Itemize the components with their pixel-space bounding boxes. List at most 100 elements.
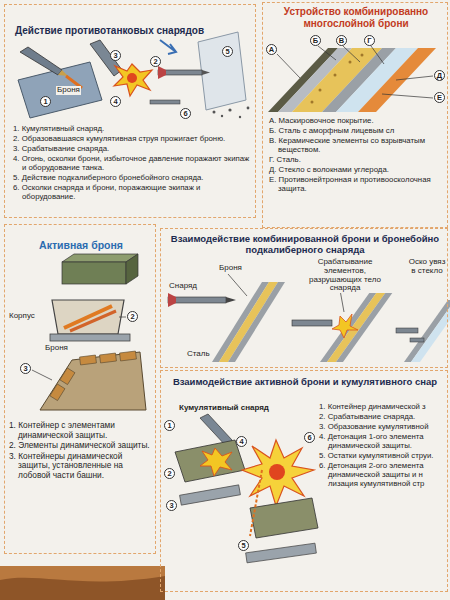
fragment (228, 108, 231, 111)
dot (319, 89, 322, 92)
callout-number: Д (434, 70, 445, 81)
armor-layer (228, 282, 285, 362)
container (62, 262, 126, 284)
dot (361, 54, 364, 57)
callout-number: 5 (238, 540, 249, 551)
era-container (175, 440, 245, 482)
container (62, 254, 138, 262)
explosion (242, 440, 314, 506)
era-element (70, 311, 116, 331)
era-container (80, 355, 97, 365)
armor-plate (246, 543, 317, 563)
callout-number: Г (364, 35, 375, 46)
era-container (100, 353, 117, 363)
section-heading: Взаимодействие активной брони и кумуляти… (167, 376, 443, 387)
fragment (221, 115, 223, 117)
callout-number: В (336, 35, 347, 46)
fragment (247, 107, 250, 110)
subcaliber-shell (292, 320, 332, 326)
leader-lines (277, 46, 433, 98)
leader-line (32, 370, 52, 380)
container (126, 254, 138, 284)
panel: Действие противотанковых снарядов1. Куму… (4, 4, 256, 218)
shell-nose (58, 70, 68, 76)
armor-layer (327, 292, 386, 362)
armor-plate (180, 485, 241, 505)
part-label: Броня (44, 344, 69, 353)
list-item: Б. Сталь с аморфным лицевым сл (269, 127, 445, 136)
panel: Взаимодействие комбинированной брони и б… (160, 228, 448, 368)
era-container (120, 351, 137, 361)
callout-number: 6 (304, 432, 315, 443)
era-container (50, 384, 65, 401)
list-item: 1. Контейнер динамической з (319, 403, 445, 412)
leader-line (318, 46, 336, 60)
direction-arrow (160, 40, 176, 54)
era-containers (50, 351, 137, 401)
list-item: А. Маскировочное покрытие. (269, 117, 445, 126)
list-item: 6. Детонация 2-ого элемента динамической… (319, 462, 445, 489)
list-item: Д. Стекло с волокнами углерода. (269, 166, 445, 175)
callout-number: 2 (127, 311, 138, 322)
list-item: Е. Противонейтронная и противоосколочная… (269, 176, 445, 194)
explosion-core (127, 73, 137, 83)
fragment (213, 111, 216, 114)
shell-fins (168, 293, 176, 307)
section-heading: Активная броня (13, 239, 149, 252)
cumulative-jet (250, 470, 262, 536)
explosion-core (269, 464, 285, 480)
part-label: Кумулятивный снаряд (178, 404, 270, 413)
list-item: 5. Действие подкалиберного бронебойного … (13, 174, 251, 183)
era-container (60, 368, 75, 385)
callout-number: 2 (150, 56, 161, 67)
callout-number: Е (434, 92, 445, 103)
callout-number: А (266, 44, 277, 55)
subcaliber-shell (168, 297, 226, 303)
fragments (213, 107, 250, 119)
leader-line (396, 76, 433, 80)
list-item: 5. Остатки кумулятивной струи. (319, 452, 445, 461)
callout-number: 1 (164, 420, 175, 431)
explosion (114, 64, 152, 96)
leader-line (382, 94, 433, 98)
part-label: Оско увяз в стекло (407, 258, 447, 276)
list-item: 3. Образование кумулятивной (319, 423, 445, 432)
leader-line (277, 54, 300, 78)
part-label: Броня (56, 86, 81, 95)
leader-line (343, 46, 360, 62)
list-item: 3. Контейнеры динамической защиты, устан… (9, 452, 153, 481)
callout-number: 4 (110, 96, 121, 107)
callout-number: 5 (222, 46, 233, 57)
shell-fragment (410, 338, 424, 342)
callout-number: 3 (20, 363, 31, 374)
part-label: Броня (218, 264, 243, 273)
callout-number: 6 (180, 108, 191, 119)
container-section (52, 300, 124, 334)
armor-layer (358, 48, 436, 112)
list-item: 3. Срабатывание снаряда. (13, 145, 251, 154)
era-container (250, 498, 318, 538)
callout-number: 1 (40, 96, 51, 107)
list-item: 1. Контейнер с элементами динамической з… (9, 421, 153, 440)
painting-strip (0, 566, 165, 600)
list-item: 2. Срабатывание снаряда. (319, 413, 445, 422)
dart-tip (202, 70, 210, 75)
list-item: 6. Осколки снаряда и брони, поражающие э… (13, 184, 251, 202)
leader-line (119, 317, 126, 318)
leader-line (371, 46, 384, 64)
sparks (332, 314, 358, 338)
dart-fins (158, 66, 166, 79)
section-heading: Устройство комбинированно многослойной б… (273, 6, 439, 30)
list-item: Г. Сталь. (269, 156, 445, 165)
panel: Устройство комбинированно многослойной б… (262, 2, 448, 228)
armor-plate (50, 334, 130, 341)
dot (349, 61, 352, 64)
explosion (200, 448, 232, 476)
shell-fragment (396, 328, 418, 333)
shell-tip (226, 297, 236, 303)
dot (311, 101, 314, 104)
list-item: 2. Элементы динамической защиты. (9, 441, 153, 451)
section-heading: Взаимодействие комбинированной брони и б… (167, 233, 443, 256)
callout-number: Б (310, 35, 321, 46)
